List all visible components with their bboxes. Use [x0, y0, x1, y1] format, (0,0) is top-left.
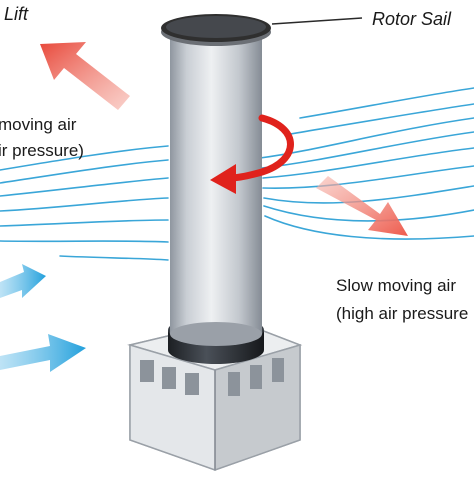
rotor-cylinder: [170, 28, 262, 346]
lift-label: Lift: [4, 4, 29, 24]
fast-air-label-line1: moving air: [0, 115, 77, 134]
airflow-streamlines-upper: [289, 87, 474, 135]
rotor-cap: [161, 14, 271, 46]
slow-air-label-line2: (high air pressure: [336, 304, 469, 323]
pressure-arrow-icon: [316, 176, 408, 236]
airflow-streamlines-front: [0, 145, 169, 261]
rotation-arrow-icon: [210, 114, 294, 194]
airflow-streamlines-back: [259, 117, 474, 240]
wind-arrow-icon: [0, 264, 86, 372]
lift-arrow-icon: [40, 42, 130, 110]
rotor-sail-label: Rotor Sail: [372, 9, 452, 29]
rotor-sail-pointer: [271, 17, 363, 25]
slow-air-label-line1: Slow moving air: [336, 276, 456, 295]
fast-air-label-line2: ir pressure): [0, 141, 84, 160]
